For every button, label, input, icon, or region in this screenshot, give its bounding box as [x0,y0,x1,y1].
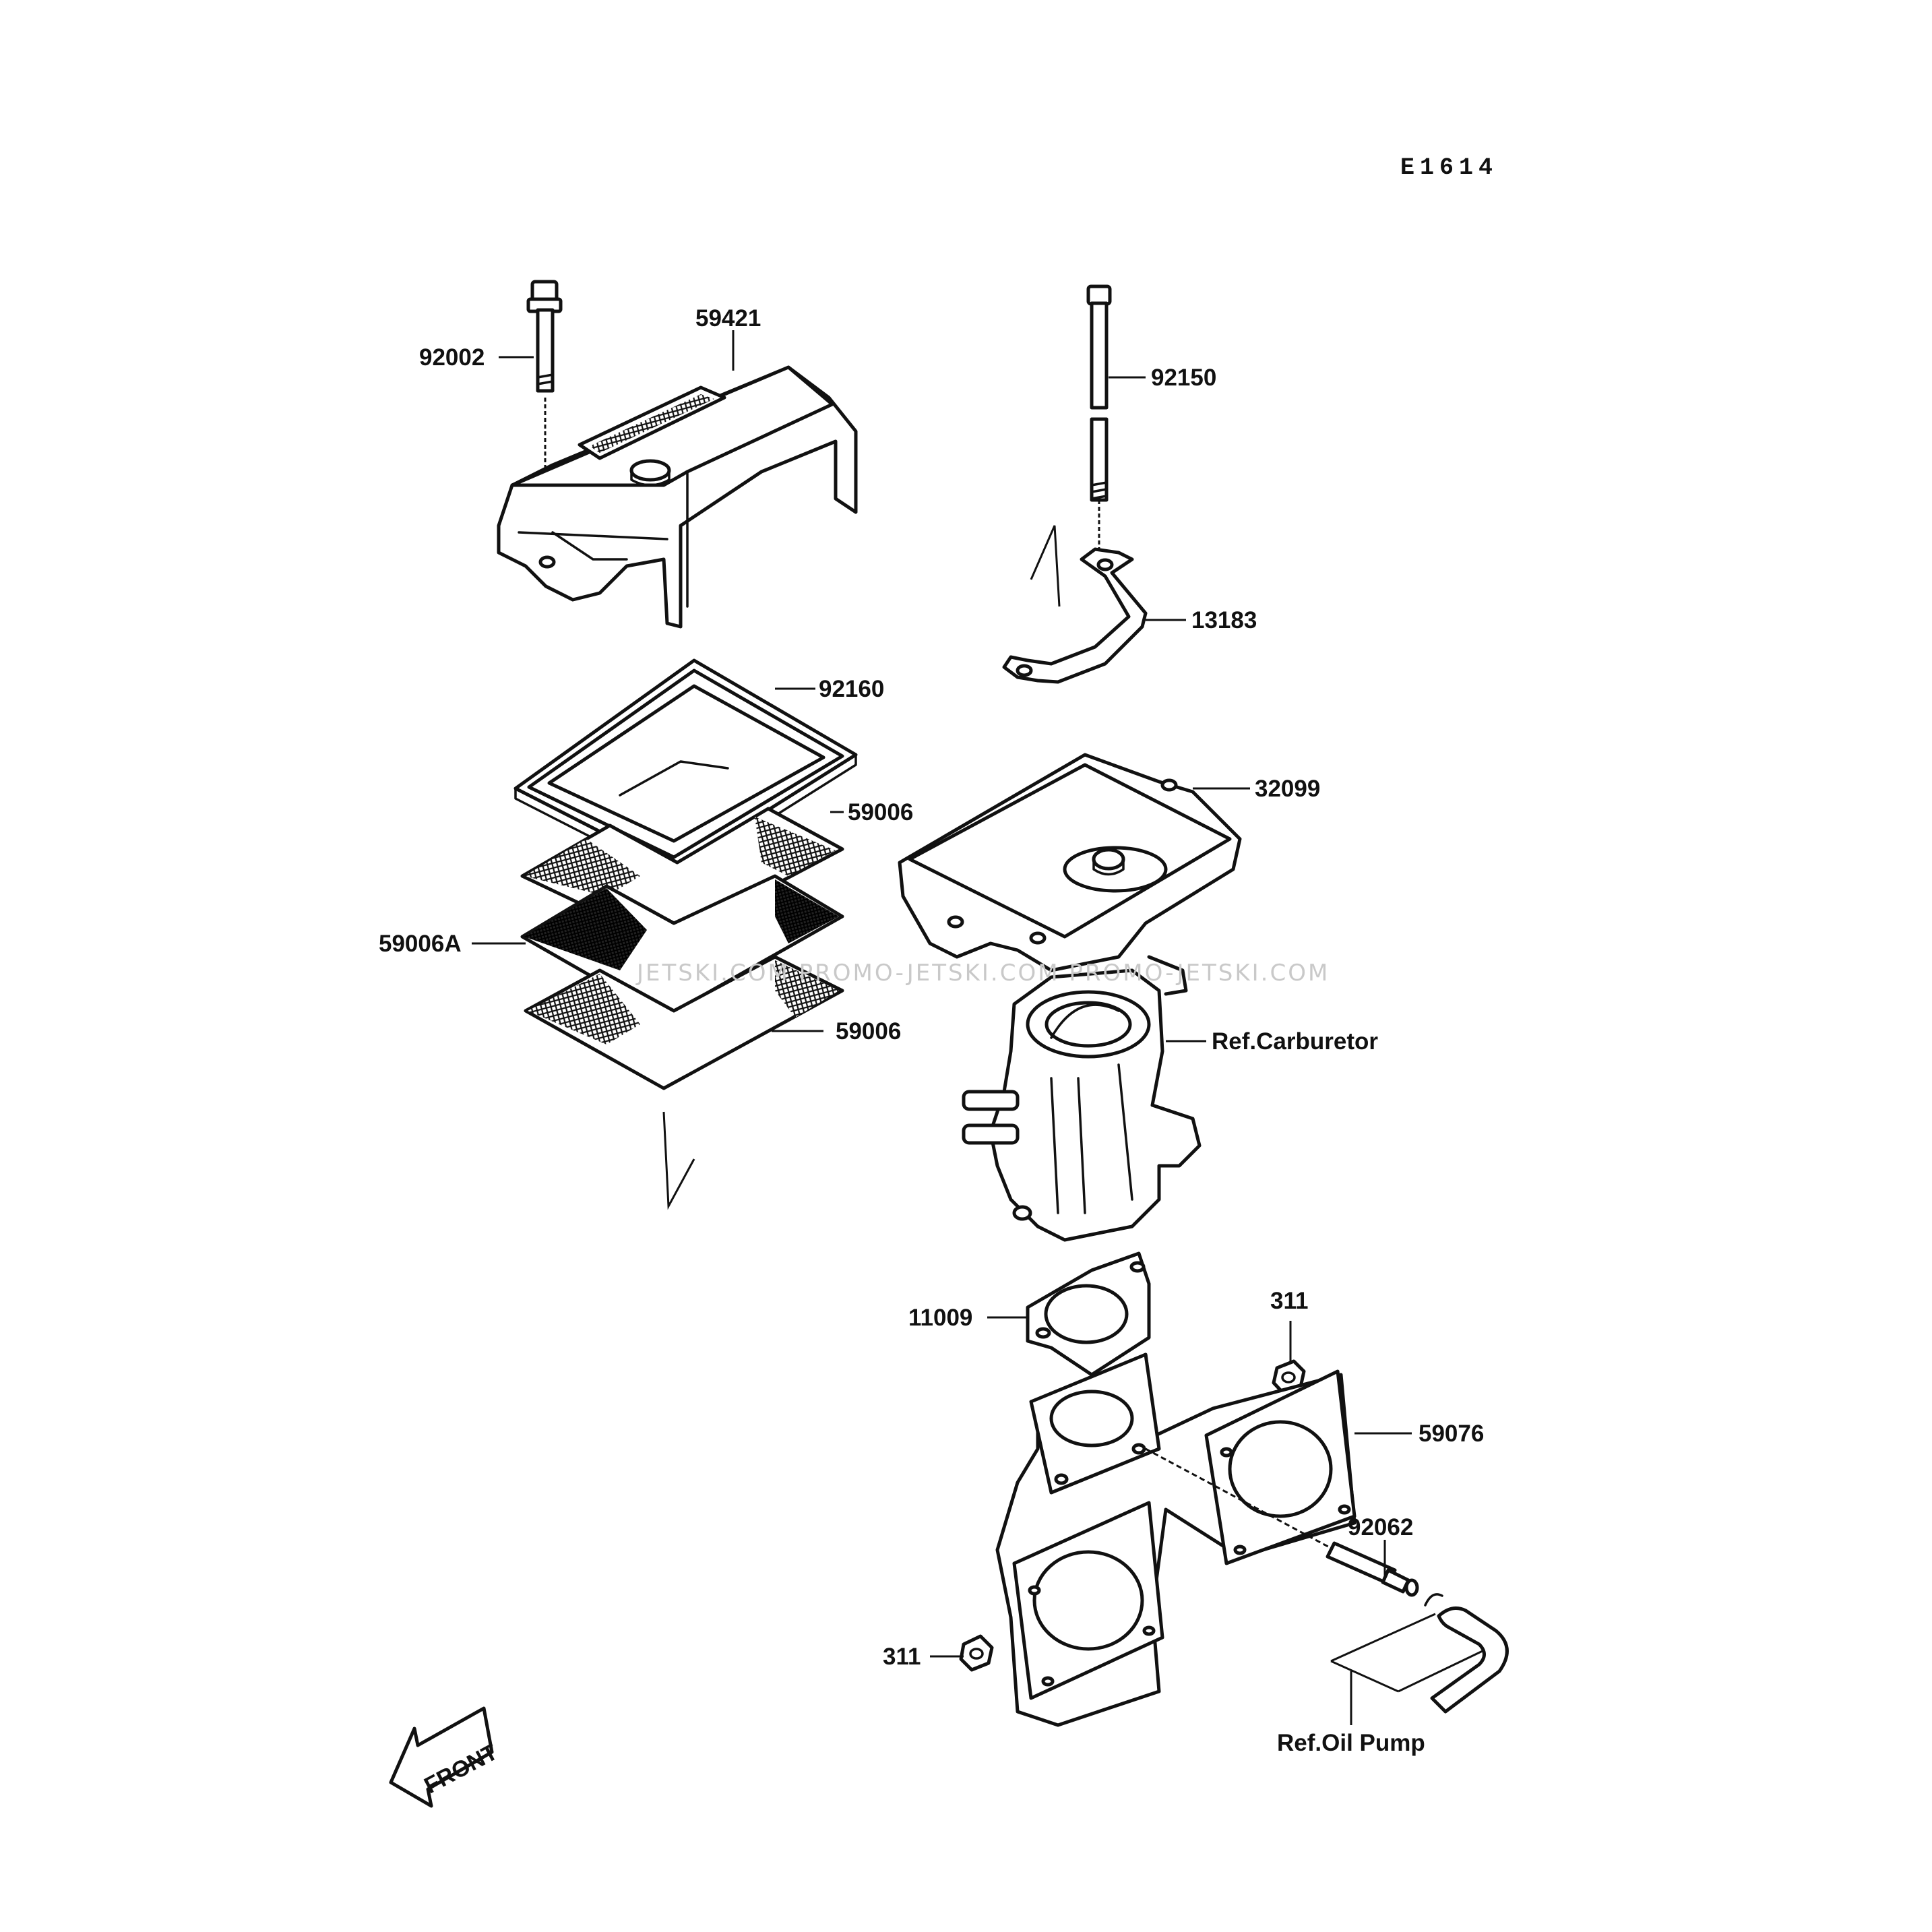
nut-311-bottom [959,1634,994,1672]
label-ref-carburetor: Ref.Carburetor [1212,1028,1378,1055]
fitting-92062 [1145,1447,1419,1597]
label-92062: 92062 [1348,1514,1413,1540]
assembly-arrow-top [1030,525,1061,607]
screen-59006-bottom [524,955,844,1090]
label-59006-bottom: 59006 [836,1018,901,1045]
watermark: JETSKI.COM PROMO-JETSKI.COM PROMO-JETSKI… [635,960,1330,987]
label-59076: 59076 [1419,1421,1484,1447]
oil-pump-hose [1330,1593,1509,1725]
label-92160: 92160 [819,676,884,702]
label-59006A: 59006A [379,931,462,957]
assembly-arrow-left [662,1111,695,1210]
manifold-59076 [995,1352,1357,1727]
gasket-11009 [1026,1251,1151,1377]
bolt-92150 [1086,284,1112,553]
label-13183: 13183 [1191,607,1257,633]
front-arrow-icon: FRONT [389,1706,502,1808]
bracket-13183 [1002,547,1148,684]
label-311-top: 311 [1270,1288,1308,1314]
air-cover-59421 [497,365,858,629]
label-311-bottom: 311 [883,1644,921,1670]
diagram-code: E1614 [1400,154,1498,181]
label-11009: 11009 [908,1305,972,1331]
label-32099: 32099 [1255,776,1320,802]
leader-lines [472,330,1412,1658]
label-92150: 92150 [1151,365,1216,391]
label-59006-top: 59006 [848,799,913,825]
carburetor [962,955,1202,1242]
label-92002: 92002 [419,344,485,371]
label-ref-oil-pump: Ref.Oil Pump [1277,1730,1425,1756]
base-32099 [898,753,1242,972]
label-59421: 59421 [695,305,761,332]
